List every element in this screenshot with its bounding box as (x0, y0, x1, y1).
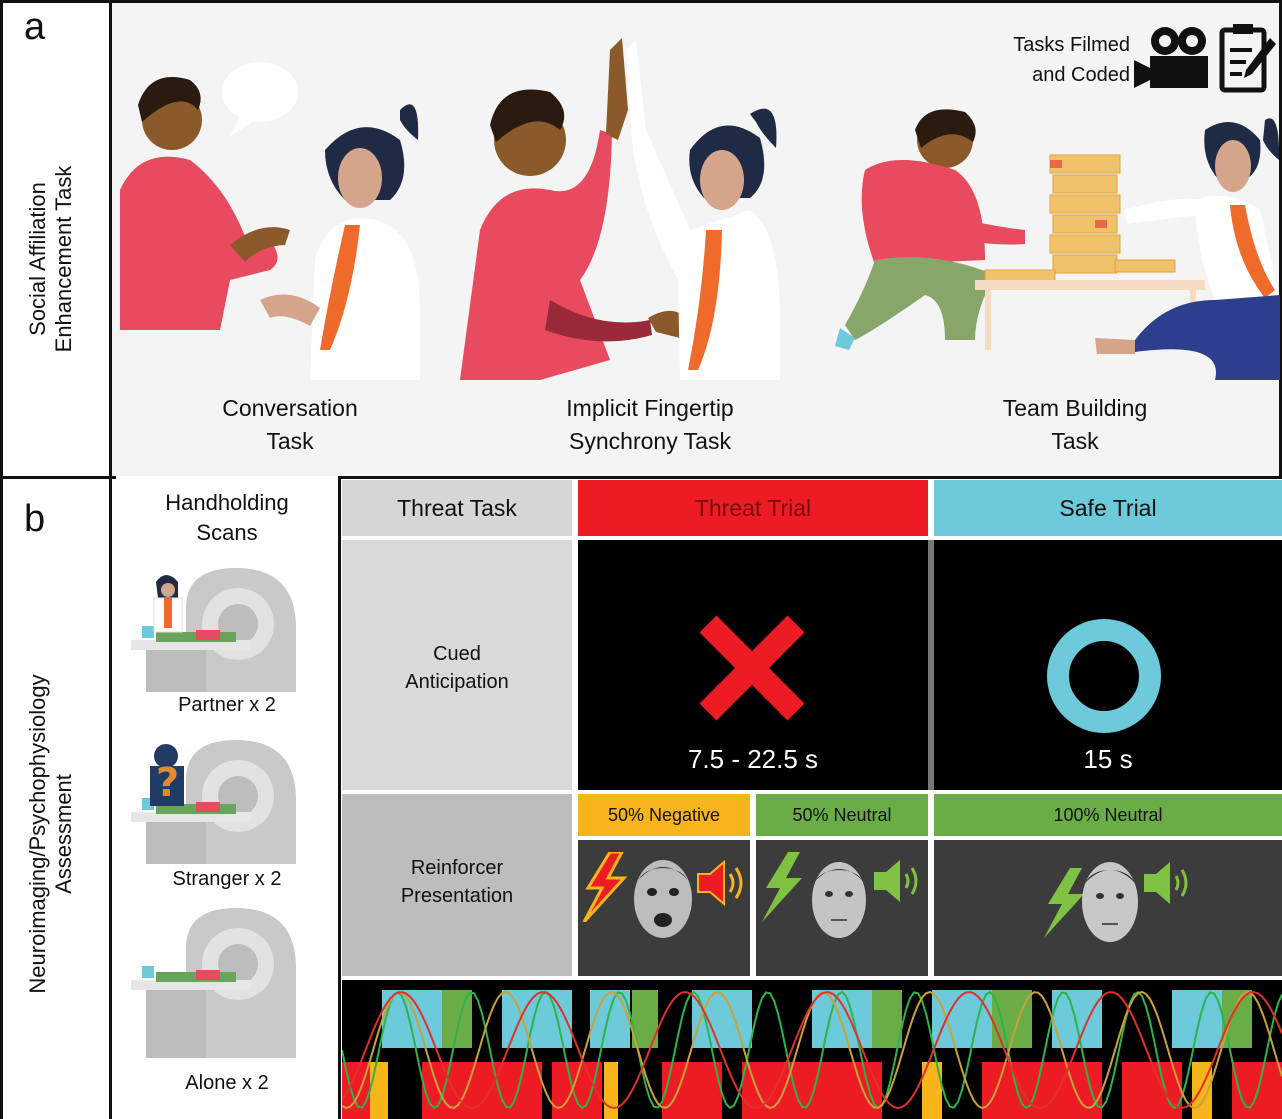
filmed-caption: Tasks Filmed and Coded (980, 30, 1130, 90)
signal-upper-block (590, 990, 630, 1048)
fingertip-synchrony-illustration (460, 38, 780, 380)
panel-b-side-label-line2: Assessment (51, 774, 76, 894)
shock-lightning-icon (582, 852, 628, 922)
scan-label-partner: Partner x 2 (178, 694, 276, 716)
negative-outcome-header: 50% Negative (578, 794, 750, 836)
speech-bubble-icon (222, 62, 298, 122)
cue-separator (928, 540, 934, 790)
scans-title-line2: Scans (196, 520, 258, 545)
panel-b-divider (109, 476, 112, 1119)
panel-a: a Social Affiliation Enhancement Task Ta… (0, 0, 1282, 479)
signal-upper-block (1222, 990, 1252, 1048)
signal-trace (342, 991, 1282, 1110)
signal-lower-block (1122, 1062, 1182, 1119)
signal-upper-block (872, 990, 902, 1048)
threat-neutral-header: 50% Neutral (756, 794, 928, 836)
task-caption-team-building-line1: Team Building (1002, 395, 1148, 421)
clipboard-pen-icon (1219, 24, 1276, 93)
scan-label-alone: Alone x 2 (185, 1072, 269, 1094)
safe-circle-icon (1047, 619, 1161, 733)
safe-duration: 15 s (1083, 744, 1133, 774)
fearful-face-image (634, 860, 692, 938)
task-caption-fingertip: Implicit Fingertip Synchrony Task (520, 392, 780, 458)
signal-upper-block (442, 990, 472, 1048)
task-caption-team-building: Team Building Task (960, 392, 1190, 458)
safe-lightning-icon (1044, 868, 1084, 938)
signal-lower-block (982, 1062, 1102, 1119)
filmed-caption-line2: and Coded (1032, 64, 1130, 86)
signal-lower-block (742, 1062, 882, 1119)
signal-lower-block (552, 1062, 602, 1119)
signal-lower-block (662, 1062, 722, 1119)
question-mark-icon: ? (156, 760, 179, 806)
cued-anticipation-label: Cued Anticipation (342, 640, 572, 696)
signal-lower-block (370, 1062, 388, 1119)
signal-upper-block (932, 990, 992, 1048)
scanner-stranger-illustration: ? (131, 740, 296, 864)
cued-anticipation-line2: Anticipation (405, 671, 509, 693)
scanner-alone-illustration (131, 908, 296, 1058)
panel-a-divider (109, 0, 112, 479)
team-building-illustration (835, 109, 1280, 380)
signal-upper-block (692, 990, 752, 1048)
scans-title: Handholding Scans (116, 488, 338, 548)
video-camera-icon (1134, 27, 1208, 88)
panel-b-side-label: Neuroimaging/Psychophysiology Assessment (25, 654, 85, 1014)
scan-label-stranger: Stranger x 2 (172, 868, 282, 890)
cued-anticipation-line1: Cued (433, 643, 481, 665)
filmed-caption-line1: Tasks Filmed (1013, 34, 1130, 56)
neutral-lightning-icon (762, 852, 802, 922)
signal-upper-block (1172, 990, 1222, 1048)
task-caption-fingertip-line2: Synchrony Task (569, 428, 731, 454)
reinforcer-line2: Presentation (400, 885, 514, 907)
reinforcer-line1: Reinforcer (410, 857, 504, 879)
panel-b-side-label-line1: Neuroimaging/Psychophysiology (25, 674, 50, 994)
threat-duration: 7.5 - 22.5 s (687, 744, 819, 774)
neutral-face-image (812, 862, 866, 938)
neutral-speaker-icon (874, 860, 918, 902)
safe-trial-header: Safe Trial (934, 480, 1282, 536)
safe-speaker-icon (1144, 862, 1188, 904)
scans-title-line1: Handholding (165, 490, 289, 515)
panel-b-left-border (0, 476, 3, 1119)
panel-b-letter: b (24, 498, 46, 540)
signal-upper-block (1052, 990, 1102, 1048)
loud-speaker-icon (697, 859, 743, 907)
task-caption-conversation: Conversation Task (180, 392, 400, 458)
panel-a-side-label-line1: Social Affiliation (25, 182, 50, 336)
threat-task-header: Threat Task (342, 480, 572, 536)
panel-a-letter: a (24, 6, 46, 48)
signal-lower-block (922, 1062, 942, 1119)
threat-x-icon (699, 615, 805, 721)
scanner-partner-illustration (131, 568, 296, 692)
panel-a-side-label-line2: Enhancement Task (51, 165, 76, 353)
signal-trace (342, 990, 1282, 1110)
signal-upper-block (812, 990, 872, 1048)
signal-lower-block (604, 1062, 618, 1119)
threat-trial-header: Threat Trial (578, 480, 928, 536)
physiology-signal-strip (342, 980, 1282, 1119)
task-caption-fingertip-line1: Implicit Fingertip (566, 395, 734, 421)
panel-b: b Neuroimaging/Psychophysiology Assessme… (0, 476, 1282, 1119)
safe-cue-panel (934, 540, 1282, 790)
task-caption-team-building-line2: Task (1051, 428, 1099, 454)
task-caption-conversation-line2: Task (266, 428, 314, 454)
safe-neutral-header: 100% Neutral (934, 794, 1282, 836)
safe-face-image (1082, 862, 1138, 942)
panel-a-side-label: Social Affiliation Enhancement Task (25, 144, 85, 374)
reinforcer-label: Reinforcer Presentation (342, 854, 572, 910)
cued-anticipation-cell (342, 540, 572, 790)
conversation-illustration (120, 62, 420, 380)
reinforcer-cell (342, 794, 572, 976)
panel-a-border (0, 0, 1282, 479)
task-caption-conversation-line1: Conversation (222, 395, 358, 421)
